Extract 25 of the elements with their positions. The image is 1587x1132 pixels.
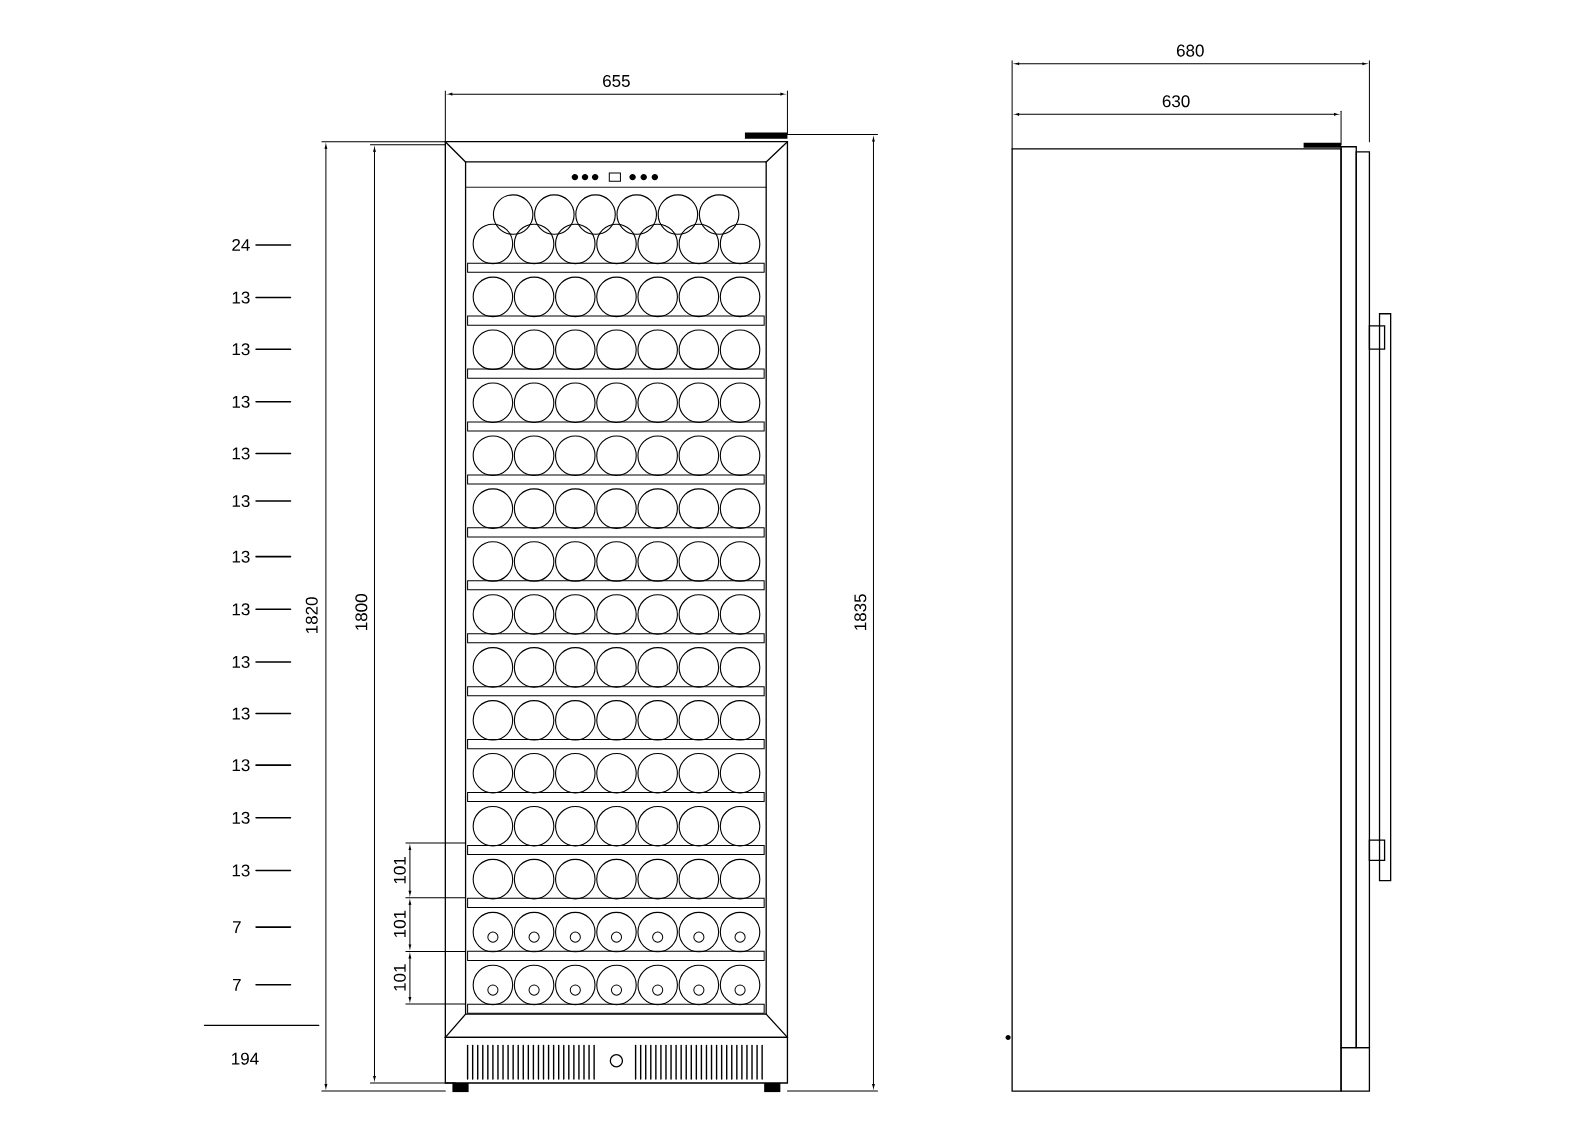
dimension-text: 1800 [354,592,369,633]
bottle-count: 24 [230,238,252,253]
bottle-count: 13 [230,863,252,878]
dimension-text: 1820 [304,595,319,636]
bottle-count: 13 [230,342,252,357]
bottle-count: 13 [230,494,252,509]
bottle-count: 13 [230,655,252,670]
dimension-text: 101 [392,962,407,994]
bottle-count: 13 [230,811,252,826]
bottle-count: 13 [230,706,252,721]
bottle-count: 13 [230,290,252,305]
bottle-count: 13 [230,395,252,410]
bottle-count: 7 [231,978,243,992]
bottle-count: 13 [230,758,252,773]
dimension-text: 655 [601,74,632,89]
dimension-text: 1835 [853,592,868,633]
dimension-text: 101 [392,909,407,940]
bottle-count: 7 [231,920,243,935]
bottle-count: 13 [230,549,252,564]
bottle-count: 13 [230,602,252,617]
dimension-text: 680 [1175,43,1206,58]
bottle-count: 13 [230,446,252,461]
dimension-text: 630 [1160,94,1192,109]
dimension-text: 101 [392,855,407,886]
dimension-text: 194 [229,1051,261,1066]
